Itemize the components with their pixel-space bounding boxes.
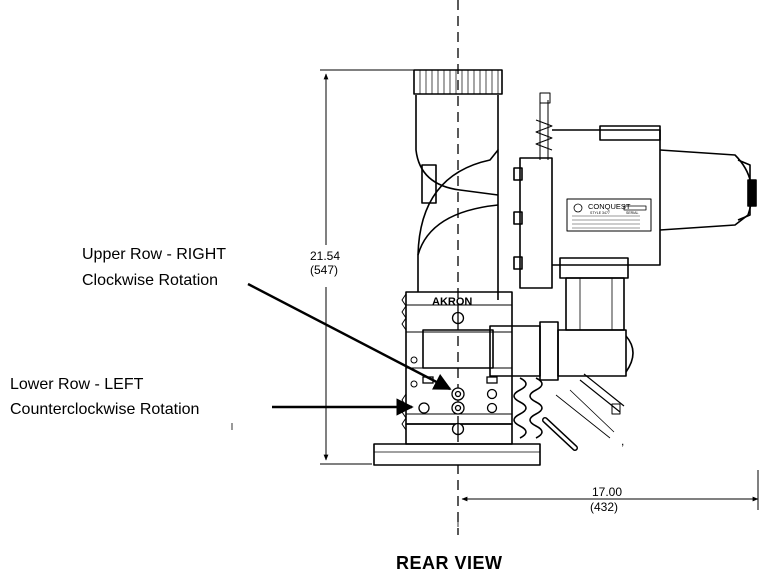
lower-row-port-left <box>418 402 430 414</box>
top-elbow <box>415 95 499 196</box>
upper-row-callout-line2: Clockwise Rotation <box>82 272 218 289</box>
width-dimension <box>461 470 759 510</box>
lower-row-port-right <box>486 402 498 414</box>
nameplate <box>566 198 652 232</box>
upper-row-port-right <box>486 388 498 400</box>
lower-row-callout-line1: Lower Row - LEFT <box>10 376 144 393</box>
monitor-body <box>373 69 757 466</box>
width-value-mm: (432) <box>590 500 618 514</box>
inlet-thread <box>413 69 503 95</box>
height-value-mm: (547) <box>310 263 338 277</box>
motor-column <box>565 277 625 331</box>
riser-pipe <box>417 149 499 300</box>
upper-row-callout-arrow <box>247 282 452 391</box>
width-value-in: 17.00 <box>592 485 622 499</box>
nozzle-housing <box>552 129 661 266</box>
upper-row-callout-line1: Upper Row - RIGHT <box>82 246 226 263</box>
height-value-in: 21.54 <box>310 249 340 263</box>
coiled-cable <box>529 377 543 439</box>
stray-mark: , <box>621 434 624 448</box>
plate-model: STYLE 3477 <box>590 211 610 215</box>
horizontal-barrel <box>422 329 494 369</box>
plate-brand: CONQUEST <box>588 202 631 211</box>
brand-label: AKRON <box>432 296 472 308</box>
view-title: REAR VIEW <box>396 553 503 573</box>
base-flange <box>373 443 541 466</box>
column-housing <box>519 157 553 289</box>
port-group <box>418 311 498 436</box>
plate-serial: SERIAL <box>626 211 639 215</box>
height-dimension <box>320 69 415 465</box>
lower-row-callout-line2: Counterclockwise Rotation <box>10 401 199 418</box>
